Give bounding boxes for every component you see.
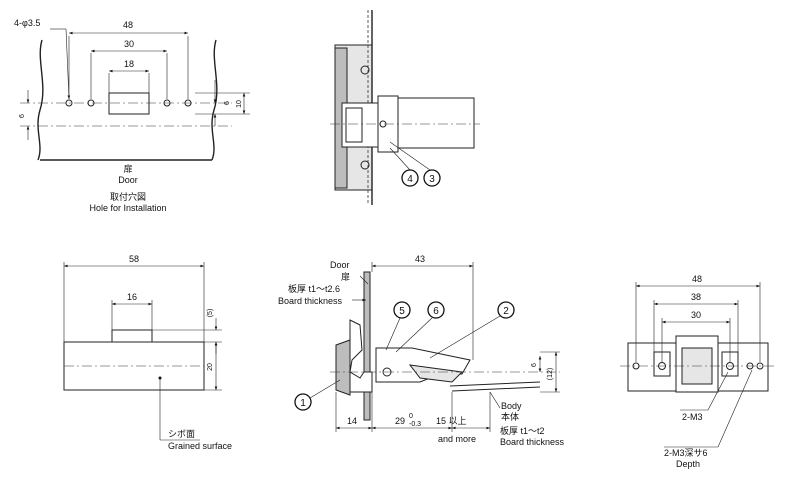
dim-5-label: (5)	[207, 309, 214, 318]
cam-tip	[408, 364, 464, 383]
balloon-1	[294, 393, 312, 411]
rear-hole-right	[756, 362, 764, 370]
dim-20-label: 20	[207, 363, 214, 371]
handle-section	[349, 319, 373, 393]
rear-dim-48-label: 48	[692, 274, 702, 284]
dim-6-left-label: 6	[19, 114, 26, 118]
dim-10-label: 10	[236, 100, 243, 108]
section-tol-upper: 0	[409, 413, 413, 420]
rear-depth-en: Depth	[676, 459, 700, 469]
rear-m3-label: 2-M3	[682, 412, 703, 422]
mounting-hole-2	[87, 99, 95, 107]
board-en-top: Board thickness	[278, 296, 343, 306]
front-view: 58 16 (5) 20 シボ面 Grained surface	[63, 254, 232, 451]
board-en-bottom: Board thickness	[500, 437, 565, 447]
board-jp-bottom: 板厚 t1～t2	[500, 425, 545, 436]
dim-58-label: 58	[129, 254, 139, 264]
balloon-3-label: 3	[429, 174, 435, 185]
section-door-jp: 扉	[341, 271, 350, 282]
balloon-5-label: 5	[399, 306, 405, 317]
hole-installation-view: 48 30 18 4-φ3.5 6 10 6 扉 Door 取付穴図 Hole …	[14, 18, 250, 213]
balloon-6	[427, 301, 445, 319]
balloon-4	[401, 169, 419, 187]
section-dim-12: (12)	[547, 368, 554, 380]
door-break-right	[211, 39, 218, 161]
section-dim-29: 29	[395, 416, 405, 426]
center-slot	[108, 92, 150, 115]
rear-depth-jp: 2-M3深サ6	[664, 448, 708, 458]
board-jp-top: 板厚 t1～t2.6	[288, 283, 340, 294]
hole-spec-label: 4-φ3.5	[14, 18, 40, 28]
body-label-jp: 本体	[501, 411, 519, 422]
rear-view: 48 38 30 2-M3 2-M3深サ6 Depth	[620, 274, 776, 469]
balloon-2	[497, 301, 515, 319]
section-dim-15-jp: 15 以上	[436, 416, 467, 426]
section-view: 43 Door 扉 板厚 t1～t2.6 Board thickness 5 6…	[278, 254, 565, 447]
section-dim-15-en: and more	[438, 434, 476, 444]
balloon-4-label: 4	[407, 174, 413, 185]
rear-dim-30-label: 30	[691, 310, 701, 320]
balloon-1-label: 1	[300, 398, 306, 409]
mounting-hole-3	[163, 99, 171, 107]
handle-cam	[111, 329, 153, 343]
door-label-jp: 扉	[123, 163, 132, 174]
section-tol-lower: -0.3	[409, 421, 421, 428]
section-dim-14: 14	[347, 416, 357, 426]
rear-dim-38-label: 38	[691, 292, 701, 302]
door-break-left	[37, 39, 44, 161]
dim-18-label: 18	[124, 59, 134, 69]
door-label-en: Door	[118, 175, 138, 185]
hole-title-jp: 取付穴図	[110, 191, 146, 202]
dim-48-label: 48	[123, 20, 133, 30]
mounting-hole-1	[65, 99, 73, 107]
screw-top	[360, 65, 370, 75]
dim-16-label: 16	[127, 292, 137, 302]
door-panel	[363, 271, 371, 421]
body-label-en: Body	[501, 401, 522, 411]
bracket-inner	[345, 107, 363, 143]
section-dim-6: 6	[531, 363, 538, 367]
cam-shaft	[397, 97, 475, 149]
handle-head	[335, 339, 351, 396]
balloon-6-label: 6	[433, 306, 439, 317]
balloon-3	[423, 169, 441, 187]
side-view: 4 3	[330, 10, 480, 205]
dim-6-right-label: 6	[224, 101, 231, 105]
surface-label-en: Grained surface	[168, 441, 232, 451]
balloon-2-label: 2	[503, 306, 509, 317]
dim-43-label: 43	[415, 254, 425, 264]
body-plate	[449, 381, 541, 392]
balloon-5	[393, 301, 411, 319]
dim-30-label: 30	[124, 39, 134, 49]
surface-label-jp: シボ面	[168, 429, 195, 439]
section-door-en: Door	[330, 260, 350, 270]
screw-bottom	[360, 160, 370, 170]
mounting-hole-4	[184, 99, 192, 107]
hole-title-en: Hole for Installation	[89, 203, 166, 213]
